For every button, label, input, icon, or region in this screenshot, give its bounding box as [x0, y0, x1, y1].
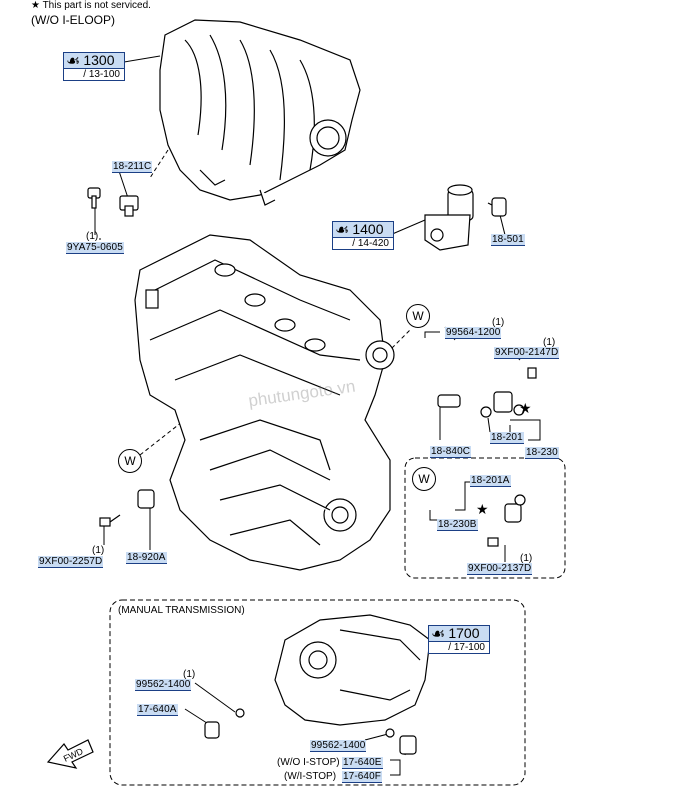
ref-main-number: 1400	[352, 221, 384, 237]
intake-manifold-drawing	[159, 19, 361, 206]
variant-label: (W/O I-ELOOP)	[31, 13, 115, 27]
part-18-230b[interactable]: 18-230B	[437, 519, 478, 531]
not-serviced-star-icon: ★	[476, 501, 489, 517]
manual-transmission-box	[109, 599, 526, 786]
ref-sub-number: / 14-420	[333, 237, 393, 249]
engine-sensors-drawing	[99, 367, 537, 547]
w-detail-marker[interactable]: W	[412, 467, 436, 491]
part-18-840c[interactable]: 18-840C	[430, 446, 472, 458]
ref-box-1400[interactable]: ☙1400 / 14-420	[332, 221, 394, 250]
part-9xf00-2147d[interactable]: 9XF00-2147D	[494, 347, 560, 359]
w-detail-box	[404, 457, 566, 579]
qty-label: (1)	[520, 553, 533, 564]
part-9xf00-2137d[interactable]: 9XF00-2137D	[467, 563, 533, 575]
engine-block-drawing	[134, 234, 395, 571]
ref-box-1700[interactable]: ☙1700 / 17-100	[428, 625, 490, 654]
part-18-920a[interactable]: 18-920A	[126, 552, 167, 564]
part-18-201[interactable]: 18-201	[490, 432, 524, 444]
w-istop-label: (W/I-STOP)	[284, 771, 337, 782]
ref-main-number: 1700	[448, 625, 480, 641]
qty-label: (1)	[543, 337, 556, 348]
part-18-501[interactable]: 18-501	[491, 234, 525, 246]
w-detail-marker[interactable]: W	[118, 449, 142, 473]
book-icon: ☙	[66, 52, 81, 70]
part-9xf00-2257d[interactable]: 9XF00-2257D	[38, 556, 104, 568]
manual-transmission-heading: (MANUAL TRANSMISSION)	[118, 605, 245, 616]
qty-label: (1)	[86, 231, 99, 242]
part-99564-1200[interactable]: 99564-1200	[445, 327, 502, 339]
qty-label: (1)	[492, 317, 505, 328]
oil-control-valve-drawing	[424, 184, 507, 251]
ref-sub-number: / 13-100	[64, 68, 124, 80]
ref-box-1300[interactable]: ☙1300 / 13-100	[63, 52, 125, 81]
qty-label: (1)	[92, 545, 105, 556]
part-17-640a[interactable]: 17-640A	[137, 704, 178, 716]
part-17-640f[interactable]: 17-640F	[342, 771, 382, 783]
part-9ya75-0605[interactable]: 9YA75-0605	[66, 242, 124, 254]
map-sensor-drawing	[87, 187, 139, 217]
not-serviced-star-icon: ★	[519, 400, 532, 416]
part-18-211c[interactable]: 18-211C	[112, 161, 153, 173]
part-18-201a[interactable]: 18-201A	[470, 475, 511, 487]
ref-sub-number: / 17-100	[429, 641, 489, 653]
fwd-arrow	[46, 739, 94, 769]
book-icon: ☙	[335, 221, 350, 239]
part-99562-1400[interactable]: 99562-1400	[135, 679, 192, 691]
legend-text: This part is not serviced.	[42, 0, 151, 11]
ref-main-number: 1300	[83, 52, 115, 68]
legend-star-icon: ★	[31, 0, 40, 11]
part-17-640e[interactable]: 17-640E	[342, 757, 383, 769]
w-detail-marker[interactable]: W	[406, 304, 430, 328]
part-99562-1400[interactable]: 99562-1400	[310, 740, 367, 752]
part-18-230[interactable]: 18-230	[525, 447, 559, 459]
wo-istop-label: (W/O I-STOP)	[277, 757, 340, 768]
qty-label: (1)	[183, 669, 196, 680]
book-icon: ☙	[431, 625, 446, 643]
not-serviced-legend: ★ This part is not serviced.	[31, 0, 151, 12]
transmission-drawing	[204, 614, 431, 755]
